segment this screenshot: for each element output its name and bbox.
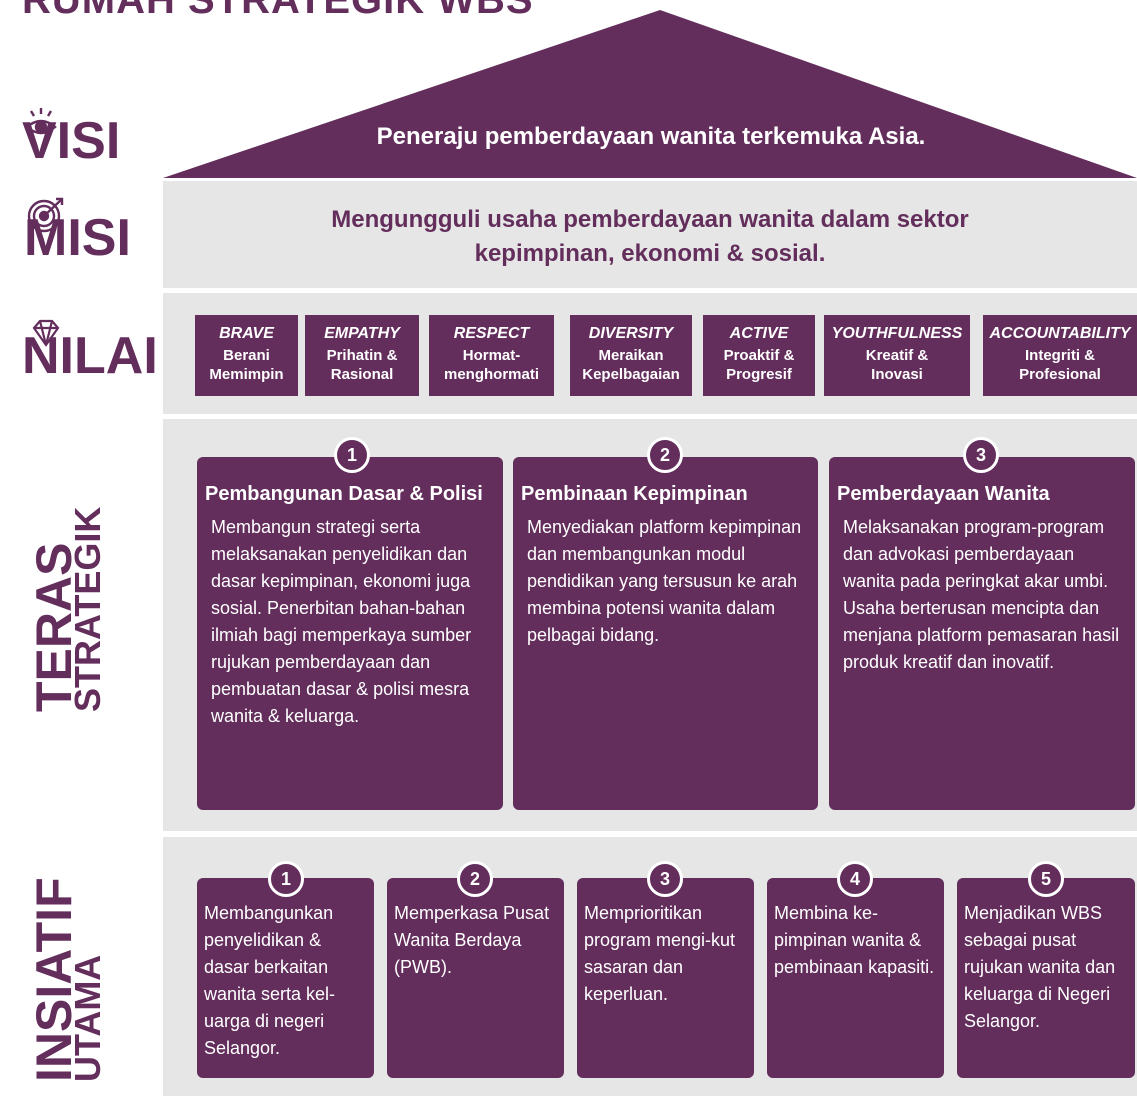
misi-line-2: kepimpinan, ekonomi & sosial. — [474, 239, 826, 267]
insiatif-number-3: 3 — [647, 861, 683, 897]
page-title: RUMAH STRATEGIK WBS — [22, 0, 534, 22]
visi-label: VISI — [22, 112, 121, 170]
strategik-label: STRATEGIK — [67, 506, 108, 712]
insiatif-card-body: Membina ke-pimpinan wanita & pembinaan k… — [774, 903, 935, 977]
teras-card-title: Pembangunan Dasar & Polisi — [205, 483, 483, 505]
value-ms: Proaktif & Progresif — [723, 347, 795, 383]
value-en: ACTIVE — [729, 325, 789, 342]
value-youthfulness: YOUTHFULNESS Kreatif & Inovasi — [824, 315, 970, 396]
value-en: DIVERSITY — [588, 325, 674, 342]
roof-shape — [163, 10, 1137, 178]
target-icon — [27, 197, 64, 233]
teras-card-body: Membangun strategi serta melaksanakan pe… — [211, 517, 472, 726]
teras-card-title: Pembinaan Kepimpinan — [521, 483, 748, 505]
utama-label: UTAMA — [67, 954, 108, 1082]
insiatif-card-4: Membina ke-pimpinan wanita & pembinaan k… — [767, 878, 944, 1078]
value-diversity: DIVERSITY Meraikan Kepelbagaian — [570, 315, 692, 396]
value-en: YOUTHFULNESS — [831, 325, 963, 342]
teras-card-1: Pembangunan Dasar & Polisi Membangun str… — [197, 457, 503, 810]
misi-text: Mengungguli usaha pemberdayaan wanita da… — [163, 203, 1137, 270]
insiatif-card-1: Membangunkan penyelidikan & dasar berkai… — [197, 878, 374, 1078]
insiatif-number-2: 2 — [457, 861, 493, 897]
insiatif-card-body: Membangunkan penyelidikan & dasar berkai… — [204, 903, 336, 1058]
nilai-label: NILAI — [22, 327, 158, 385]
teras-number-3: 3 — [963, 437, 999, 473]
insiatif-card-body: Memprioritikan program mengi-kut sasaran… — [584, 903, 736, 1004]
value-accountability: ACCOUNTABILITY Integriti & Profesional — [983, 315, 1137, 396]
teras-card-body: Menyediakan platform kepimpinan dan memb… — [527, 517, 802, 645]
teras-card-title: Pemberdayaan Wanita — [837, 483, 1050, 505]
value-respect: RESPECT Hormat- menghormati — [429, 315, 554, 396]
insiatif-card-5: Menjadikan WBS sebagai pusat rujukan wan… — [957, 878, 1135, 1078]
value-empathy: EMPATHY Prihatin & Rasional — [305, 315, 419, 396]
value-brave: BRAVE Berani Memimpin — [195, 315, 298, 396]
misi-band — [163, 181, 1137, 288]
insiatif-number-1: 1 — [268, 861, 304, 897]
insiatif-card-2: Memperkasa Pusat Wanita Berdaya (PWB). — [387, 878, 564, 1078]
eye-icon — [25, 108, 57, 135]
insiatif-card-body: Memperkasa Pusat Wanita Berdaya (PWB). — [394, 903, 550, 977]
teras-card-3: Pemberdayaan Wanita Melaksanakan program… — [829, 457, 1135, 810]
insiatif-number-5: 5 — [1028, 861, 1064, 897]
misi-label: MISI — [24, 209, 131, 267]
teras-card-body: Melaksanakan program-program dan advokas… — [843, 517, 1120, 672]
value-ms: Prihatin & Rasional — [326, 347, 398, 383]
value-en: ACCOUNTABILITY — [989, 325, 1131, 342]
value-en: EMPATHY — [324, 325, 400, 342]
value-ms: Kreatif & Inovasi — [865, 347, 929, 383]
teras-number-1: 1 — [334, 437, 370, 473]
misi-line-1: Mengungguli usaha pemberdayaan wanita da… — [331, 206, 969, 233]
value-en: RESPECT — [453, 325, 530, 342]
value-ms: Berani Memimpin — [209, 347, 284, 383]
teras-card-2: Pembinaan Kepimpinan Menyediakan platfor… — [513, 457, 818, 810]
insiatif-number-4: 4 — [837, 861, 873, 897]
value-active: ACTIVE Proaktif & Progresif — [703, 315, 815, 396]
value-en: BRAVE — [219, 325, 274, 342]
value-ms: Hormat- menghormati — [443, 347, 539, 383]
insiatif-card-body: Menjadikan WBS sebagai pusat rujukan wan… — [964, 903, 1116, 1031]
insiatif-card-3: Memprioritikan program mengi-kut sasaran… — [577, 878, 754, 1078]
teras-number-2: 2 — [647, 437, 683, 473]
visi-text: Peneraju pemberdayaan wanita terkemuka A… — [376, 123, 926, 150]
diamond-icon — [32, 319, 60, 347]
value-ms: Meraikan Kepelbagaian — [582, 347, 680, 383]
value-ms: Integriti & Profesional — [1019, 347, 1101, 383]
